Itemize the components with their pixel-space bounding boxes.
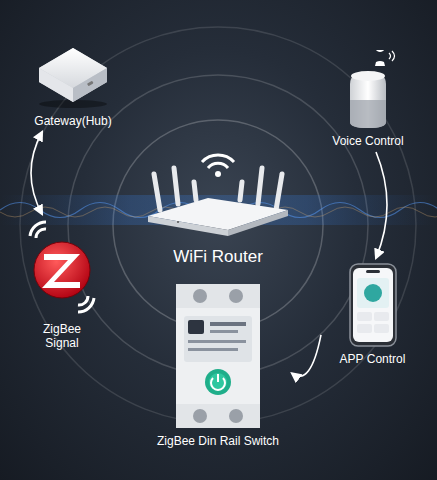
flow-arrow (31, 132, 42, 214)
device-node: ZigBee Din Rail Switch (148, 282, 288, 448)
node-label: Voice Control (332, 134, 403, 148)
node-label: ZigBee Signal (35, 322, 90, 350)
device-icon (20, 218, 104, 318)
device-icon (138, 148, 298, 243)
node-label: ZigBee Din Rail Switch (157, 434, 279, 448)
device-node: Voice Control (318, 50, 418, 148)
node-label: Gateway(Hub) (34, 114, 111, 128)
node-label: WiFi Router (173, 247, 263, 267)
flow-arrow (376, 152, 387, 258)
device-icon (33, 38, 113, 110)
device-icon (170, 282, 266, 430)
device-icon (346, 262, 400, 348)
node-label: APP Control (340, 352, 406, 366)
device-icon (336, 50, 400, 130)
flow-arrow (292, 335, 321, 376)
device-node: ZigBee Signal (20, 218, 104, 350)
device-node: Gateway(Hub) (18, 38, 128, 128)
device-node: APP Control (325, 262, 420, 366)
device-node: WiFi Router (138, 148, 298, 267)
